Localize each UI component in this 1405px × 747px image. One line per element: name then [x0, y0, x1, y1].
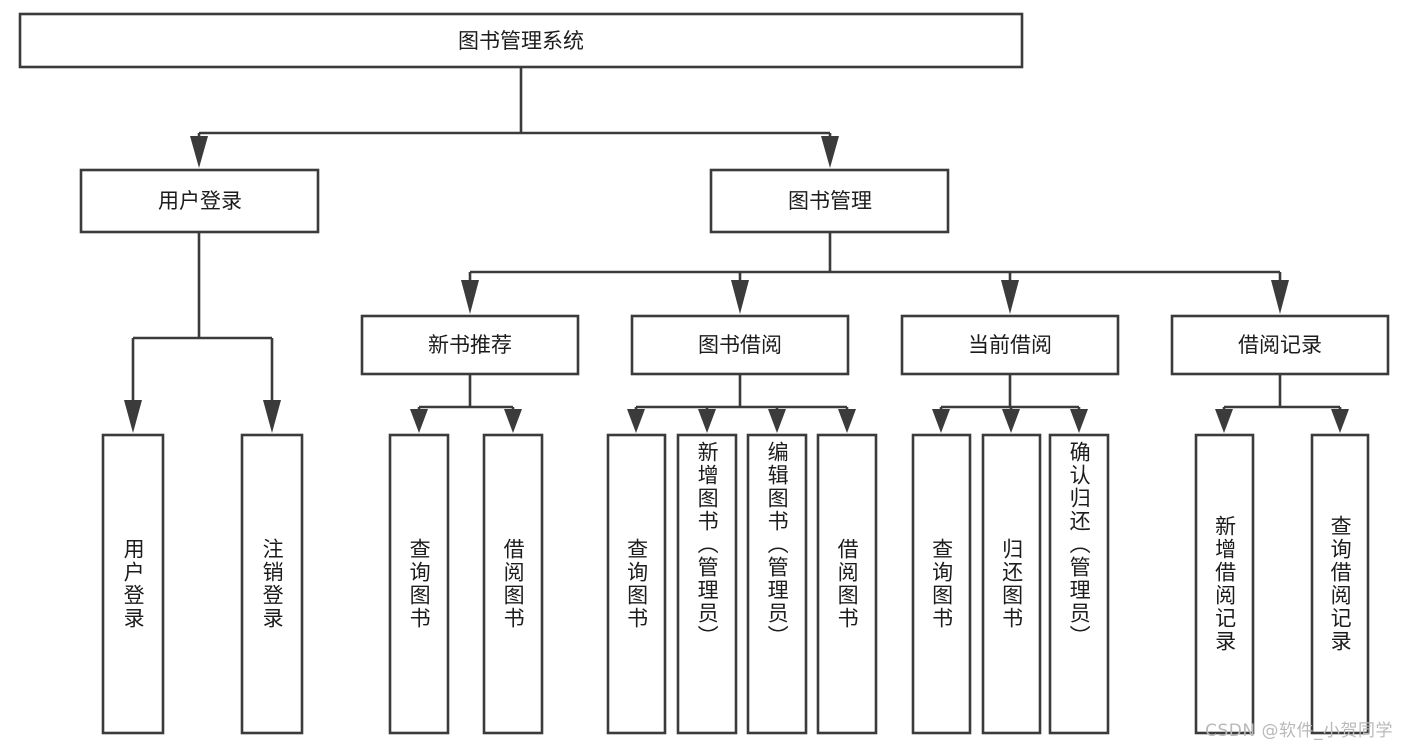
node-leaf11-box[interactable] [1048, 433, 1110, 735]
node-leaf4-box[interactable] [482, 433, 544, 735]
arrow-head-leaf9 [932, 409, 950, 433]
arrow-head-leaf10 [1002, 409, 1020, 433]
connectors-current-to-leaves [932, 374, 1088, 433]
node-root[interactable]: 图书管理系统 [18, 12, 1024, 69]
arrow-head-newbook [461, 280, 479, 314]
node-leaf6-box[interactable] [676, 433, 738, 735]
node-current-label: 当前借阅 [968, 333, 1052, 357]
node-leaf3-box[interactable] [388, 433, 450, 735]
arrow-head-leaf7 [768, 409, 786, 433]
connectors-root-to-level2 [190, 67, 839, 168]
connectors-borrow-to-leaves [627, 374, 856, 433]
arrow-head-leaf1 [124, 400, 142, 433]
node-root-label: 图书管理系统 [458, 29, 584, 53]
leaf-boxes [101, 433, 1370, 735]
node-newbook-label: 新书推荐 [428, 333, 512, 357]
arrow-head-current [1001, 280, 1019, 314]
arrow-head-records [1271, 280, 1289, 314]
node-borrow[interactable]: 图书借阅 [630, 314, 850, 376]
node-leaf8-box[interactable] [816, 433, 878, 735]
connectors-newbook-to-leaves [410, 374, 522, 433]
node-login-label: 用户登录 [158, 189, 242, 213]
arrow-head-leaf5 [627, 409, 645, 433]
arrow-head-leaf8 [838, 409, 856, 433]
connectors-bookmgmt-to-level3 [461, 232, 1289, 314]
node-records-box[interactable] [1170, 314, 1390, 376]
node-leaf13-box[interactable] [1310, 433, 1370, 735]
node-root-box[interactable] [18, 12, 1024, 69]
node-newbook-box[interactable] [360, 314, 580, 376]
node-borrow-label: 图书借阅 [698, 333, 782, 357]
arrow-head-bookmgmt [821, 136, 839, 168]
arrow-head-leaf13 [1331, 409, 1349, 433]
arrow-head-leaf6 [698, 409, 716, 433]
node-leaf9-box[interactable] [911, 433, 972, 735]
csdn-watermark: CSDN @软件_小贺同学 [1205, 721, 1393, 741]
node-bookmgmt-label: 图书管理 [788, 189, 872, 213]
node-newbook[interactable]: 新书推荐 [360, 314, 580, 376]
node-leaf2-box[interactable] [240, 433, 304, 735]
node-leaf7-box[interactable] [746, 433, 808, 735]
connectors-records-to-leaves [1215, 374, 1349, 433]
node-bookmgmt-box[interactable] [709, 168, 950, 234]
node-records[interactable]: 借阅记录 [1170, 314, 1390, 376]
arrow-head-leaf4 [504, 409, 522, 433]
arrow-head-leaf12 [1215, 409, 1233, 433]
arrow-head-leaf2 [263, 400, 281, 433]
node-leaf12-box[interactable] [1194, 433, 1255, 735]
node-login[interactable]: 用户登录 [79, 168, 320, 234]
node-leaf1-box[interactable] [101, 433, 165, 735]
arrow-head-borrow [731, 280, 749, 314]
node-records-label: 借阅记录 [1238, 333, 1322, 357]
node-borrow-box[interactable] [630, 314, 850, 376]
connectors-login-to-leaves [124, 232, 281, 433]
arrow-head-leaf11 [1070, 409, 1088, 433]
node-leaf10-box[interactable] [981, 433, 1042, 735]
node-leaf5-box[interactable] [606, 433, 667, 735]
arrow-head-leaf3 [410, 409, 428, 433]
node-current-box[interactable] [900, 314, 1120, 376]
node-login-box[interactable] [79, 168, 320, 234]
node-current[interactable]: 当前借阅 [900, 314, 1120, 376]
arrow-head-login [190, 136, 208, 168]
node-bookmgmt[interactable]: 图书管理 [709, 168, 950, 234]
